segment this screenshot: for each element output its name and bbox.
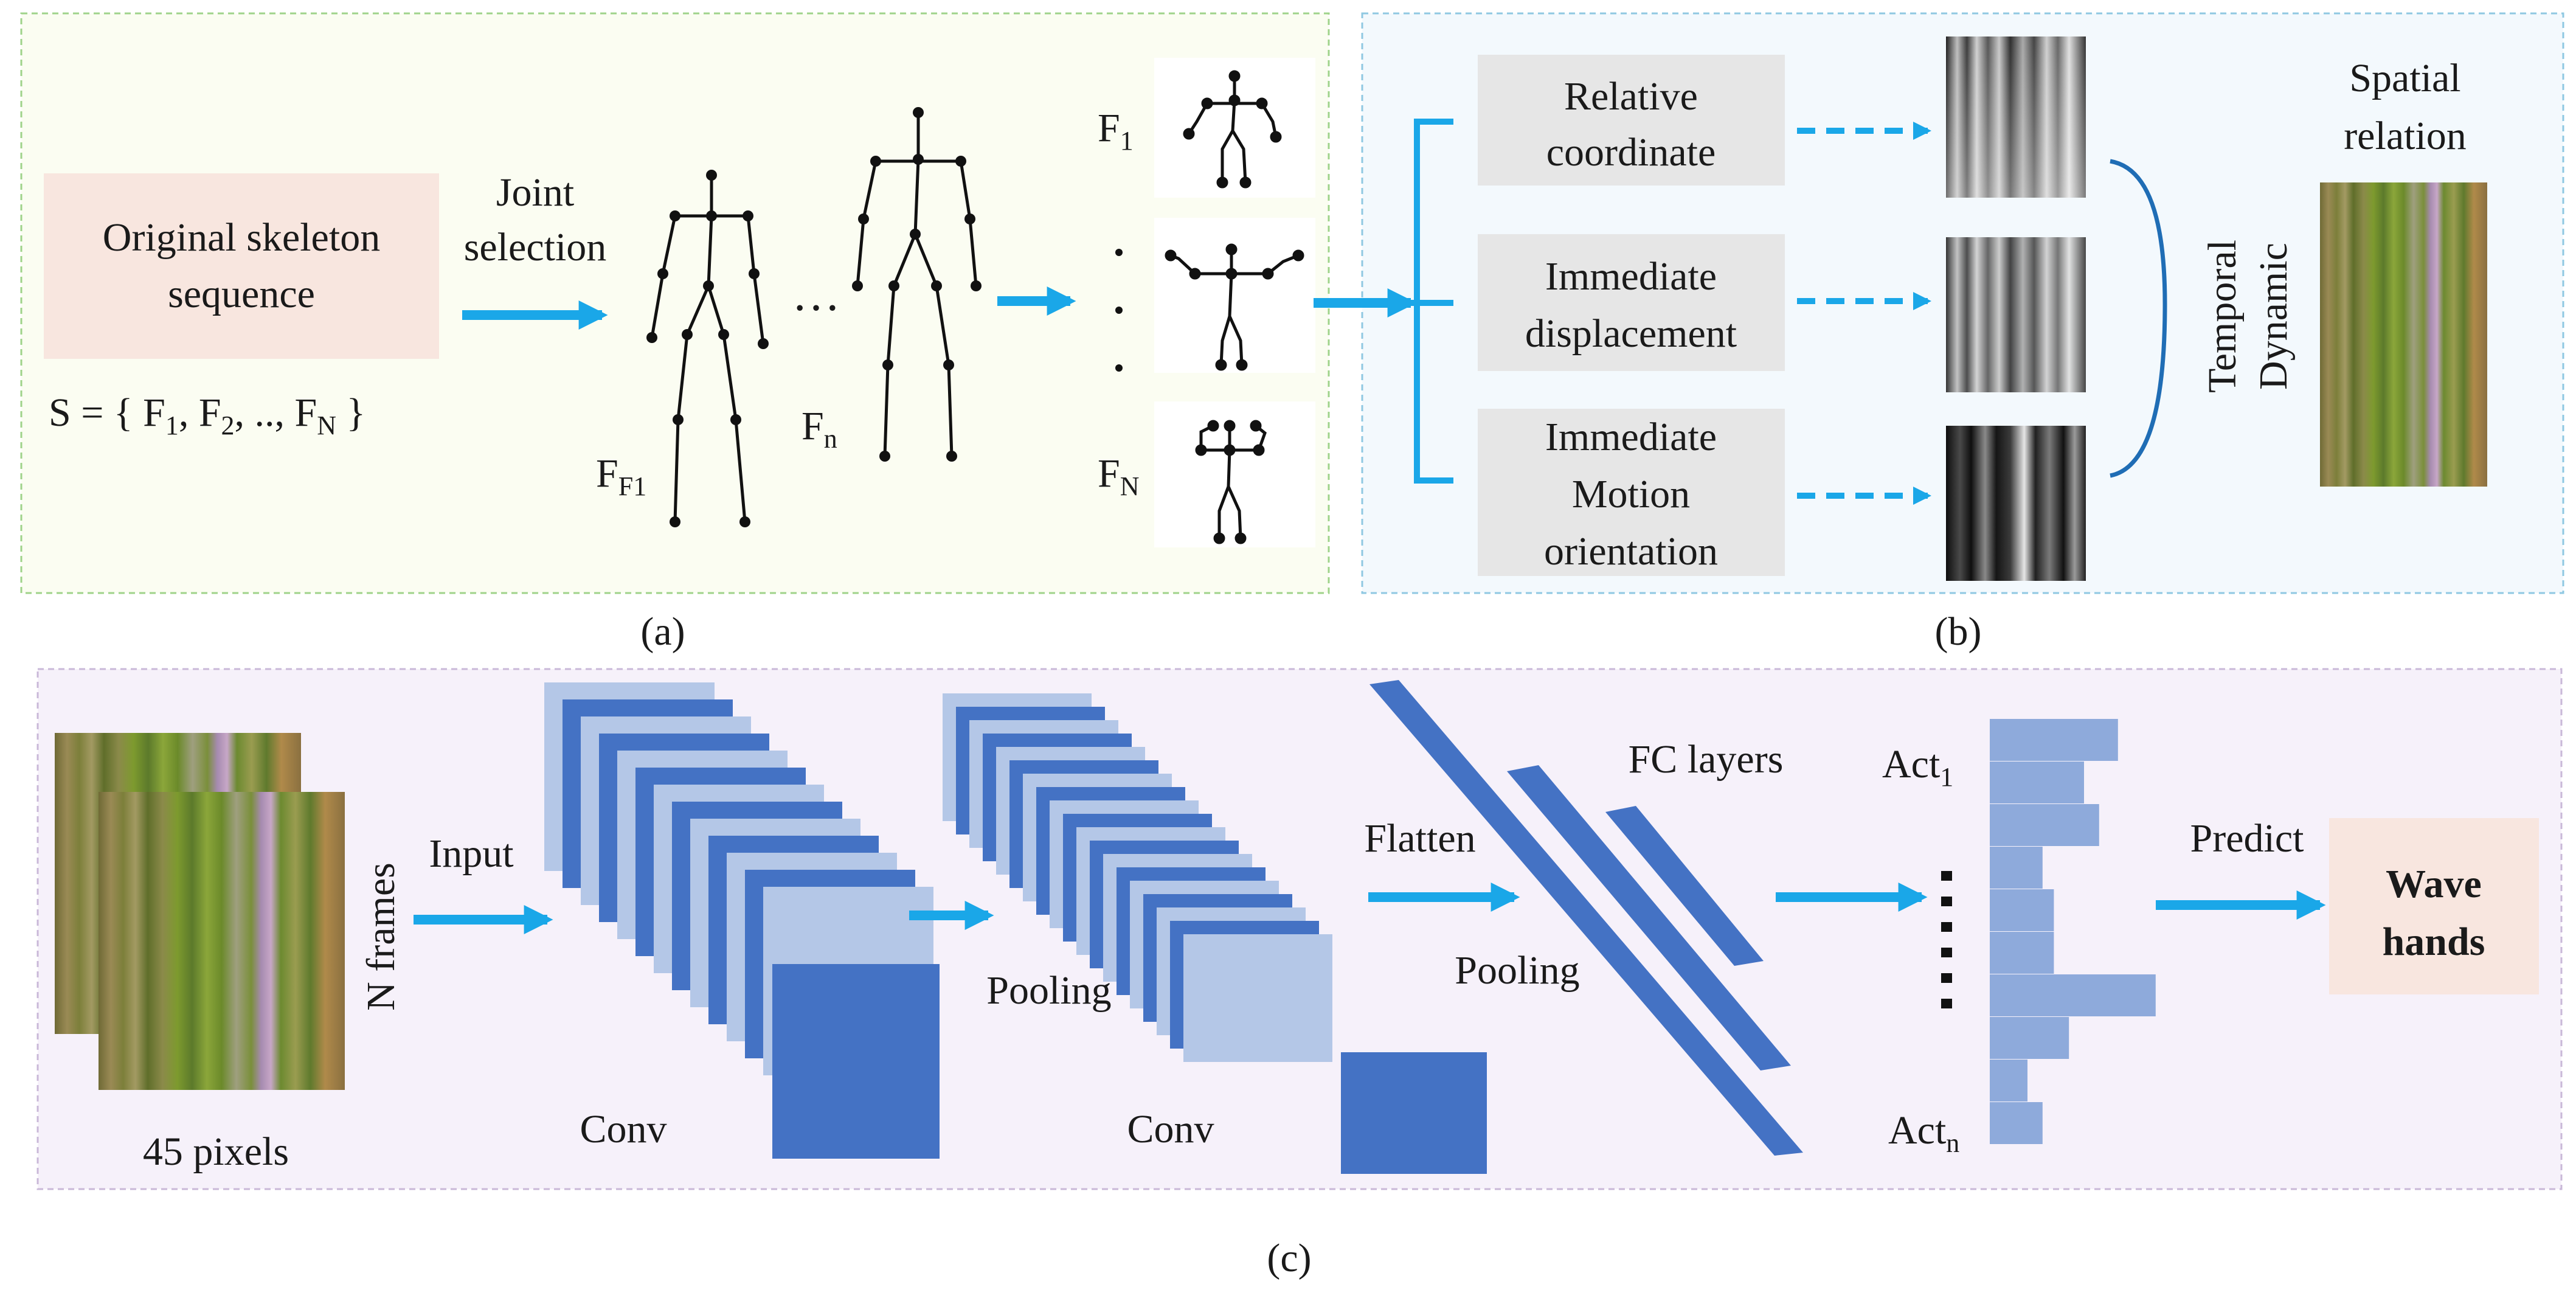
thumbnail-skeleton-f1 [1183, 70, 1282, 189]
fc-label: FC layers [1629, 737, 1784, 782]
original-sequence-box [44, 173, 439, 359]
histogram-bar [1990, 804, 2099, 846]
feature-image-1-fade [1946, 36, 2086, 198]
input-label: Input [429, 831, 513, 876]
spatial-label-line1: Spatial [2349, 56, 2460, 100]
histogram-bar [1990, 1102, 2043, 1144]
histogram-bar [1990, 932, 2054, 974]
panel-c-caption: (c) [1267, 1236, 1311, 1280]
frames-label: N frames [359, 862, 403, 1011]
skeleton-joints-fn [852, 107, 982, 462]
temporal-label-line1: Temporal [2200, 240, 2245, 393]
feature-1-line2: coordinate [1546, 130, 1716, 175]
conv-stack-1 [544, 682, 940, 1159]
conv1-layer [772, 964, 940, 1159]
fc-layer-1 [1369, 680, 1803, 1156]
output-line1: Wave [2386, 862, 2482, 906]
feature-box-immediate-displacement [1478, 234, 1785, 371]
feature-image-3 [1946, 426, 2086, 581]
original-sequence-line2: sequence [168, 272, 315, 316]
conv1-label: Conv [580, 1107, 667, 1151]
pooling1-label: Pooling [986, 968, 1111, 1013]
feature-image-2 [1946, 237, 2086, 392]
histogram-bar [1990, 1060, 2027, 1102]
temporal-label-line2: Dynamic [2251, 243, 2296, 390]
spatial-label-line2: relation [2344, 114, 2467, 158]
thumbnail-skeleton-mid [1165, 243, 1304, 371]
thumbnail-skeleton-fn [1195, 420, 1267, 544]
conv2-label: Conv [1127, 1107, 1214, 1151]
conv2-layer [1341, 1052, 1487, 1174]
hist-vertical-dots [1941, 871, 1952, 1008]
histogram-bar [1990, 889, 2054, 931]
feature-box-relative-coordinate [1478, 55, 1785, 186]
frame-label-f1-text: F1 [618, 471, 646, 501]
thumbnail-mid [1154, 218, 1315, 373]
pooling2-label: Pooling [1455, 948, 1579, 993]
fc-layer-2 [1507, 765, 1791, 1070]
sequence-formula: S = { F1, F2, .., FN } [49, 390, 365, 440]
histogram-bar [1990, 762, 2084, 803]
temporal-curve [2110, 159, 2167, 478]
joint-selection-line2: selection [464, 225, 607, 269]
thumb-vertical-dots [1115, 249, 1123, 372]
histogram-bar [1990, 719, 2118, 761]
joint-selection-line1: Joint [496, 170, 574, 215]
histogram-bar [1990, 847, 2043, 889]
original-sequence-line1: Original skeleton [103, 215, 380, 260]
spatial-feature-image [2320, 182, 2487, 487]
conv2-layer [1183, 934, 1332, 1062]
feature-3-line2: Motion [1572, 472, 1690, 516]
feature-3-line1: Immediate [1545, 415, 1717, 459]
flatten-label: Flatten [1364, 816, 1475, 861]
feature-2-line2: displacement [1525, 311, 1737, 356]
activation-histogram [1990, 719, 2156, 1144]
conv-stack-2 [943, 693, 1487, 1174]
size-label: 45 pixels [143, 1129, 289, 1174]
output-line2: hands [2383, 920, 2485, 964]
histogram-bar [1990, 974, 2156, 1016]
input-image-front [99, 792, 345, 1090]
feature-3-line3: orientation [1544, 529, 1718, 574]
panel-b-caption: (b) [1935, 609, 1982, 654]
feature-2-line1: Immediate [1545, 254, 1717, 299]
ellipsis: … [792, 268, 840, 321]
fc-layer-3 [1605, 806, 1764, 966]
panel-a-caption: (a) [640, 609, 685, 654]
feature-box-motion-orientation [1478, 409, 1785, 576]
histogram-bar [1990, 1017, 2069, 1059]
feature-1-line1: Relative [1564, 74, 1698, 119]
output-box [2329, 818, 2539, 994]
predict-label: Predict [2190, 816, 2304, 861]
skeleton-joints-f1 [646, 170, 769, 527]
